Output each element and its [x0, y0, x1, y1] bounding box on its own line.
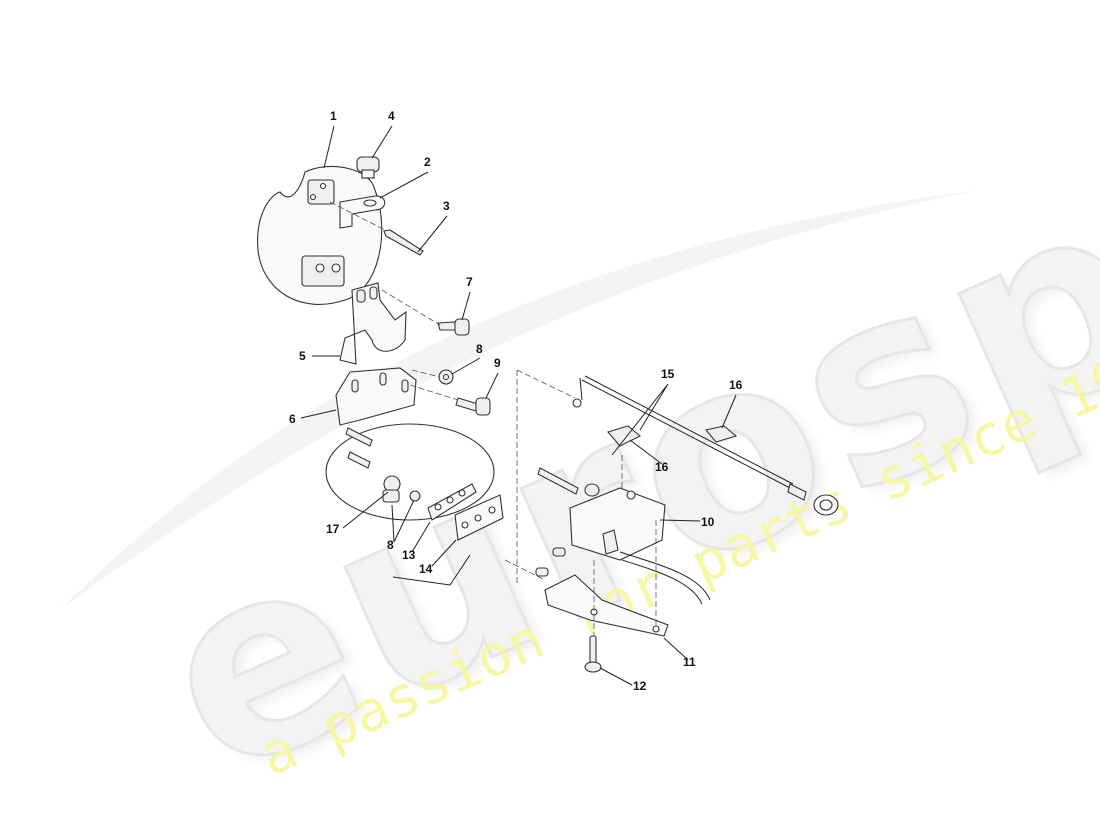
callout-3: 3 [443, 199, 450, 213]
part-9-bolt [455, 397, 491, 416]
callout-6: 6 [289, 412, 296, 426]
callout-15: 15 [661, 367, 675, 381]
part-10-actuator [537, 467, 711, 605]
callout-7: 7 [466, 275, 473, 289]
diagram-canvas: eurospares a passion for parts since 198… [60, 0, 1100, 836]
leader-lines [300, 125, 737, 686]
filler-housing [325, 423, 495, 521]
callout-10: 10 [701, 515, 715, 529]
callout-4: 4 [388, 109, 395, 123]
part-6-mount-bracket [335, 367, 417, 426]
part-12-screw [584, 635, 602, 673]
part-16-clip [607, 425, 738, 447]
callout-12: 12 [633, 679, 647, 693]
part-8-nut [438, 369, 454, 385]
part-2-bracket [339, 195, 386, 229]
callout-14: 14 [419, 562, 433, 576]
callout-16: 16 [655, 460, 669, 474]
callout-8: 8 [476, 342, 483, 356]
callout-2: 2 [424, 155, 431, 169]
part-15-release-cable [572, 375, 839, 516]
parts-diagram: 1 4 2 3 7 5 8 9 6 15 16 16 17 8 13 14 10… [257, 109, 839, 693]
part-7-bolt [437, 318, 470, 336]
callout-11: 11 [683, 655, 696, 669]
part-3-pin [383, 229, 424, 256]
callout-1: 1 [330, 109, 337, 123]
part-11-bracket [535, 547, 669, 637]
part-1-filler-flap [257, 165, 383, 305]
callout-labels: 1 4 2 3 7 5 8 9 6 15 16 16 17 8 13 14 10… [289, 109, 743, 693]
callout-8: 8 [387, 538, 394, 552]
part-4-cap [356, 156, 380, 179]
part-13-plate [427, 483, 477, 521]
callout-5: 5 [299, 349, 306, 363]
callout-9: 9 [494, 356, 501, 370]
part-5-hinge-arm [339, 282, 407, 365]
callout-16: 16 [729, 378, 743, 392]
alignment-lines [329, 201, 657, 636]
callout-17: 17 [326, 522, 340, 536]
callout-13: 13 [402, 548, 416, 562]
part-14-plate [454, 494, 504, 541]
